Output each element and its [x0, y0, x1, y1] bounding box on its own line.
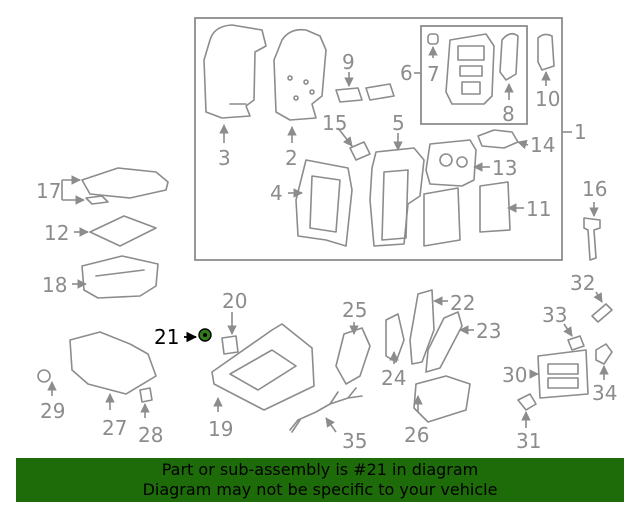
part-8-trim[interactable] [499, 32, 519, 81]
part-16-sensor[interactable] [583, 217, 601, 261]
callout-4: 4 [270, 181, 283, 205]
callout-19: 19 [208, 417, 233, 441]
callout-18: 18 [42, 273, 67, 297]
callout-24: 24 [381, 366, 406, 390]
callout-14: 14 [530, 133, 555, 157]
part-17-cushion[interactable] [81, 167, 169, 205]
part-27-side-trim[interactable] [69, 331, 157, 395]
assembly-frame [194, 17, 563, 261]
callout-17: 17 [36, 179, 61, 203]
callout-29: 29 [40, 399, 65, 423]
callout-8: 8 [502, 102, 515, 126]
part-11-pad[interactable] [479, 181, 511, 233]
callout-26: 26 [404, 423, 429, 447]
callout-2: 2 [285, 146, 298, 170]
callout-15: 15 [322, 111, 347, 135]
callout-3: 3 [218, 146, 231, 170]
part-9-bracket[interactable] [335, 87, 363, 103]
part-4-side-frame[interactable] [295, 159, 353, 247]
part-15-clip[interactable] [349, 141, 371, 161]
callout-21: 21 [154, 325, 179, 349]
sub-assembly-frame [420, 25, 528, 125]
part-31-knob[interactable] [517, 393, 537, 411]
part-3-seat-back-cover[interactable] [203, 24, 267, 119]
part-30-switch[interactable] [537, 349, 589, 399]
callout-27: 27 [102, 416, 127, 440]
part-23-cover[interactable] [425, 311, 463, 373]
part-35-wire-harness[interactable] [289, 387, 363, 433]
part-10-trim-cap[interactable] [537, 33, 555, 71]
part-28-clip[interactable] [139, 387, 153, 403]
part-5-seat-back-frame[interactable] [369, 147, 425, 247]
callout-23: 23 [476, 319, 501, 343]
part-26-tray[interactable] [413, 375, 471, 423]
part-34-cap[interactable] [595, 343, 613, 365]
callout-1: 1 [574, 120, 587, 144]
part-22-hinge[interactable] [409, 289, 435, 365]
part-14-cover[interactable] [477, 129, 519, 149]
callout-7: 7 [427, 62, 440, 86]
part-switch-panel[interactable] [445, 33, 495, 105]
part-back-board[interactable] [423, 187, 461, 247]
callout-9: 9 [342, 50, 355, 74]
callout-25: 25 [342, 298, 367, 322]
part-19-seat-base-frame[interactable] [211, 323, 315, 411]
callout-12: 12 [44, 221, 69, 245]
callout-22: 22 [450, 291, 475, 315]
part-20-bracket[interactable] [221, 335, 239, 355]
part-6-bracket[interactable] [365, 83, 395, 101]
part-29-knob[interactable] [37, 369, 51, 383]
callout-32: 32 [570, 271, 595, 295]
callout-13: 13 [492, 156, 517, 180]
callout-6: 6 [400, 61, 413, 85]
part-24-trim[interactable] [385, 313, 405, 363]
part-7-clip[interactable] [427, 33, 439, 45]
banner-line-1: Part or sub-assembly is #21 in diagram [161, 460, 479, 479]
callout-30: 30 [502, 363, 527, 387]
banner-line-2: Diagram may not be specific to your vehi… [142, 480, 498, 499]
part-2-seat-back-pad[interactable] [273, 28, 327, 121]
callout-31: 31 [516, 429, 541, 453]
part-25-panel[interactable] [335, 327, 371, 385]
part-12-pad[interactable] [89, 215, 157, 247]
callout-35: 35 [342, 429, 367, 453]
info-banner: Part or sub-assembly is #21 in diagram D… [16, 458, 624, 502]
part-32-pin[interactable] [591, 303, 613, 323]
callout-34: 34 [592, 381, 617, 405]
callout-16: 16 [582, 177, 607, 201]
part-33-clip[interactable] [567, 335, 585, 351]
part-13-back-panel[interactable] [425, 139, 477, 187]
part-18-cushion-frame[interactable] [81, 255, 159, 299]
callout-11: 11 [526, 197, 551, 221]
callout-10: 10 [535, 87, 560, 111]
callout-20: 20 [222, 289, 247, 313]
callout-5: 5 [392, 111, 405, 135]
part-21-highlighted[interactable] [198, 328, 212, 342]
callout-33: 33 [542, 303, 567, 327]
callout-28: 28 [138, 423, 163, 447]
